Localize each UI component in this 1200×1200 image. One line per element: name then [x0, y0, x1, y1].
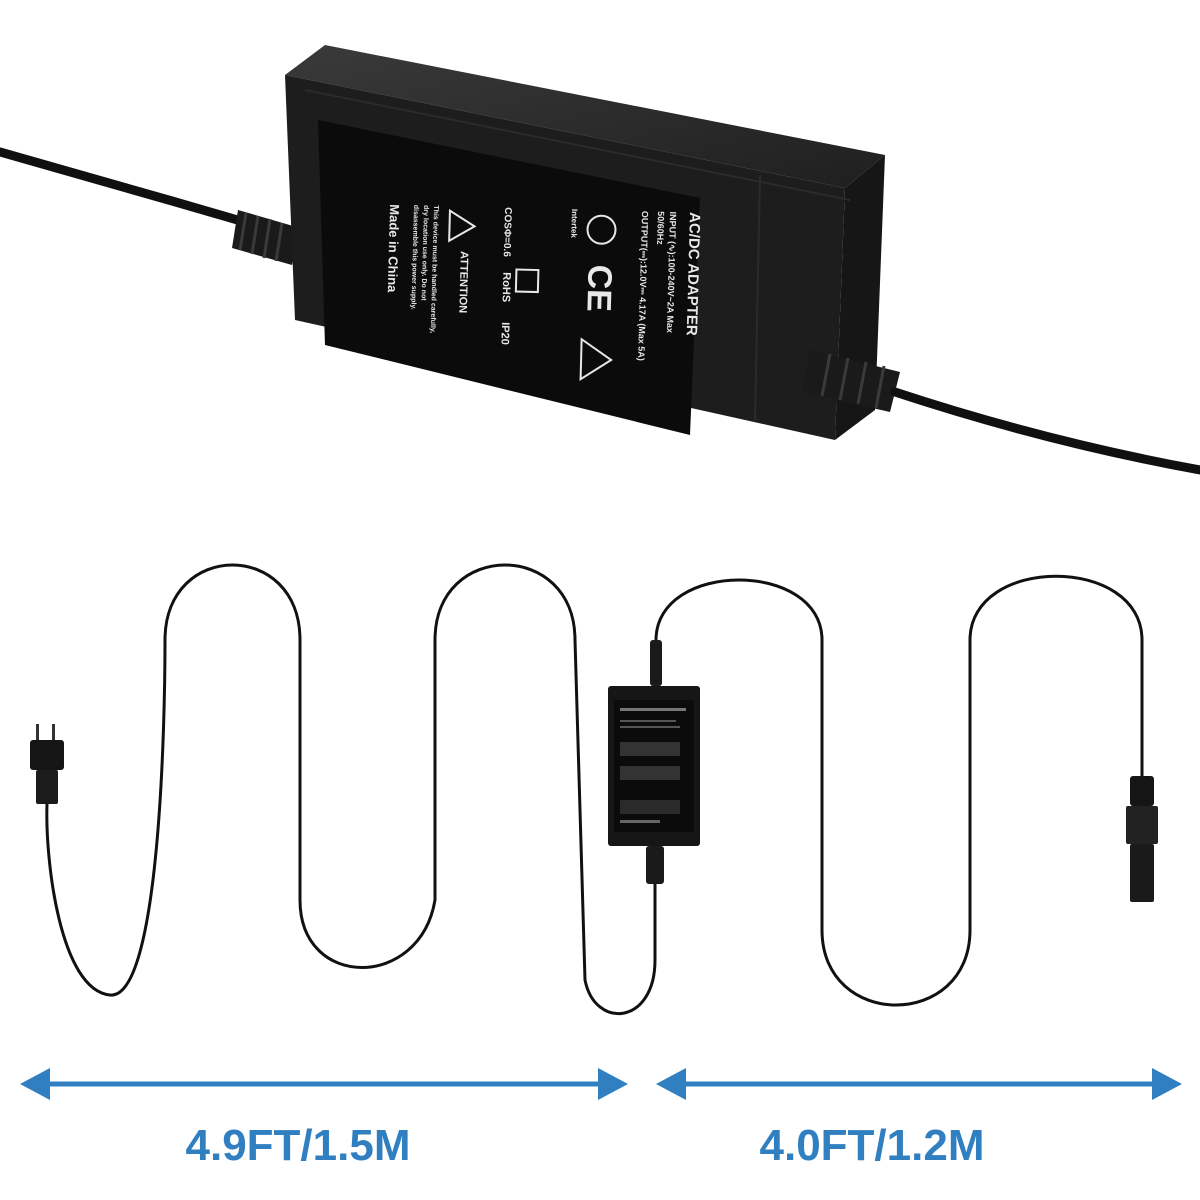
dc-cord [654, 574, 1144, 1007]
label-output-spec: OUTPUT(⎓):12.0V⎓ 4.17A (Max 5A) [636, 211, 650, 361]
ac-cord [45, 563, 657, 1016]
arrow-right-icon [598, 1068, 628, 1100]
attention-triangle-icon [448, 208, 477, 243]
attention-body-2: dry location use only. Do not [420, 205, 430, 301]
right-length-label: 4.0FT/1.2M [760, 1121, 985, 1170]
output-cable [890, 387, 1200, 475]
mini-strain-relief-bottom [646, 846, 664, 884]
mini-strain-relief-top [650, 640, 662, 686]
dc-barrel-plug-icon [1126, 776, 1158, 902]
cert-circle-icon [586, 214, 617, 245]
listed-mark: Intertek [569, 209, 579, 239]
adapter-closeup: AC/DC ADAPTER INPUT (∿):100-240V~2A Max … [0, 45, 1200, 475]
rcm-icon [579, 337, 613, 382]
rohs-text: RoHS [500, 272, 513, 302]
arrow-left-icon [20, 1068, 50, 1100]
attention-body-1: This device must be handled carefully, [429, 205, 439, 333]
ce-mark-icon: CE [579, 264, 618, 312]
double-insulation-icon [514, 268, 540, 294]
mini-adapter [608, 686, 700, 846]
adapter-top-face [285, 45, 885, 188]
arrow-left-icon [656, 1068, 686, 1100]
strain-relief-left [232, 210, 300, 265]
attention-body-3: disassemble this power supply. [409, 205, 419, 310]
ip-text: IP20 [498, 322, 511, 345]
strain-relief-right [802, 350, 900, 412]
arrow-right-icon [1152, 1068, 1182, 1100]
cos-text: COSΦ=0.6 [501, 207, 513, 257]
cable-layout [30, 563, 1158, 1016]
label-text-group: AC/DC ADAPTER INPUT (∿):100-240V~2A Max … [385, 204, 703, 382]
us-plug-icon [30, 724, 64, 804]
label-title: AC/DC ADAPTER [683, 212, 703, 336]
dimension-right: 4.0FT/1.2M [656, 1068, 1182, 1170]
left-length-label: 4.9FT/1.5M [186, 1121, 411, 1170]
attention-title: ATTENTION [456, 251, 470, 313]
dimension-left: 4.9FT/1.5M [20, 1068, 628, 1170]
made-in-label: Made in China [385, 204, 402, 293]
label-frequency: 50/60Hz [655, 211, 666, 245]
input-cable [0, 147, 260, 230]
label-input-spec: INPUT (∿):100-240V~2A Max [665, 211, 678, 333]
